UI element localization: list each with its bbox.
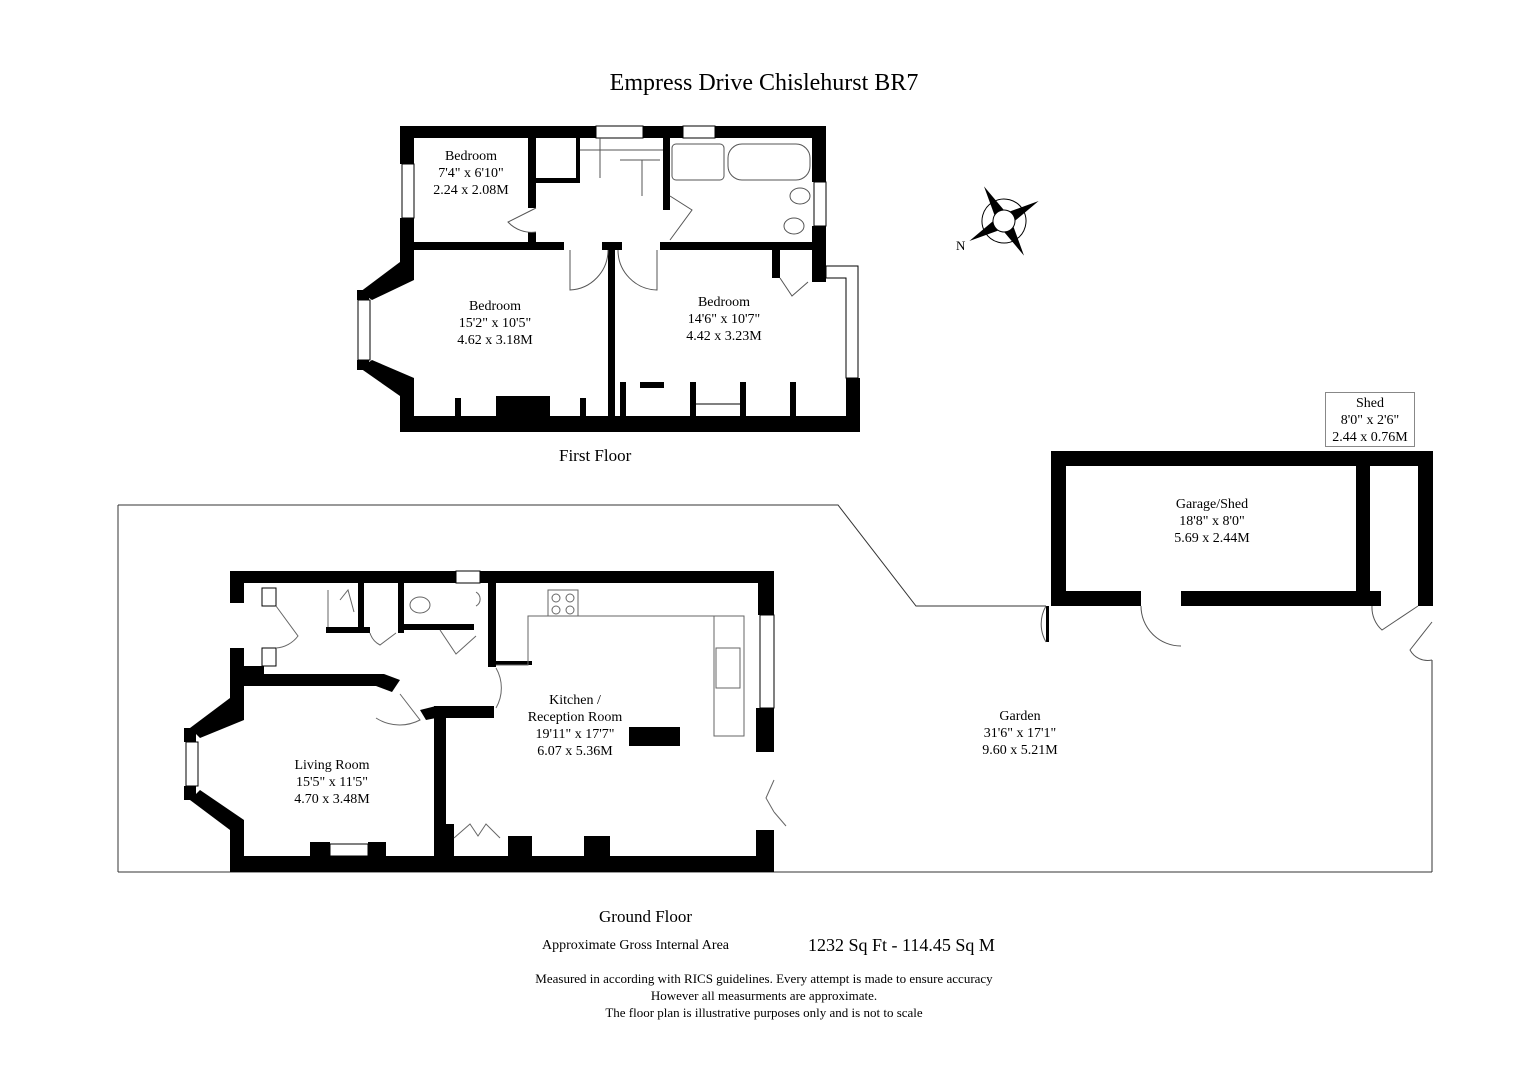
gross-area-value: 1232 Sq Ft - 114.45 Sq M bbox=[808, 935, 995, 955]
ground-floor-label: Ground Floor bbox=[599, 907, 693, 926]
room-label-bedroom-front: Bedroom 15'2" x 10'5" 4.62 x 3.18M bbox=[457, 299, 533, 348]
disclaimer: Measured in according with RICS guidelin… bbox=[535, 971, 993, 1020]
room-label-bedroom-rear: Bedroom 14'6" x 10'7" 4.42 x 3.23M bbox=[686, 295, 762, 344]
gross-area-label: Approximate Gross Internal Area bbox=[542, 938, 729, 953]
room-label-garden: Garden 31'6" x 17'1" 9.60 x 5.21M bbox=[982, 709, 1058, 758]
room-label-garage: Garage/Shed 18'8" x 8'0" 5.69 x 2.44M bbox=[1174, 497, 1250, 546]
first-floor-fixtures bbox=[507, 138, 811, 297]
room-label-bedroom-small: Bedroom 7'4" x 6'10" 2.24 x 2.08M bbox=[433, 149, 509, 198]
first-floor-label: First Floor bbox=[559, 446, 632, 465]
ground-floor-windows bbox=[185, 570, 775, 857]
compass-north-label: N bbox=[956, 238, 966, 253]
garden-boundary bbox=[118, 504, 1046, 607]
compass-rose-icon bbox=[969, 186, 1039, 256]
plan-title: Empress Drive Chislehurst BR7 bbox=[609, 70, 919, 96]
room-label-living-room: Living Room 15'5" x 11'5" 4.70 x 3.48M bbox=[294, 758, 370, 807]
room-label-shed: Shed 8'0" x 2'6" 2.44 x 0.76M bbox=[1325, 392, 1415, 447]
ground-floor-walls bbox=[184, 571, 774, 872]
first-floor-windows bbox=[357, 125, 859, 405]
room-label-kitchen: Kitchen / Reception Room 19'11" x 17'7" … bbox=[527, 693, 623, 759]
ground-floor-fixtures bbox=[275, 588, 787, 839]
first-floor-walls bbox=[357, 126, 860, 432]
garage-walls bbox=[1046, 451, 1433, 642]
